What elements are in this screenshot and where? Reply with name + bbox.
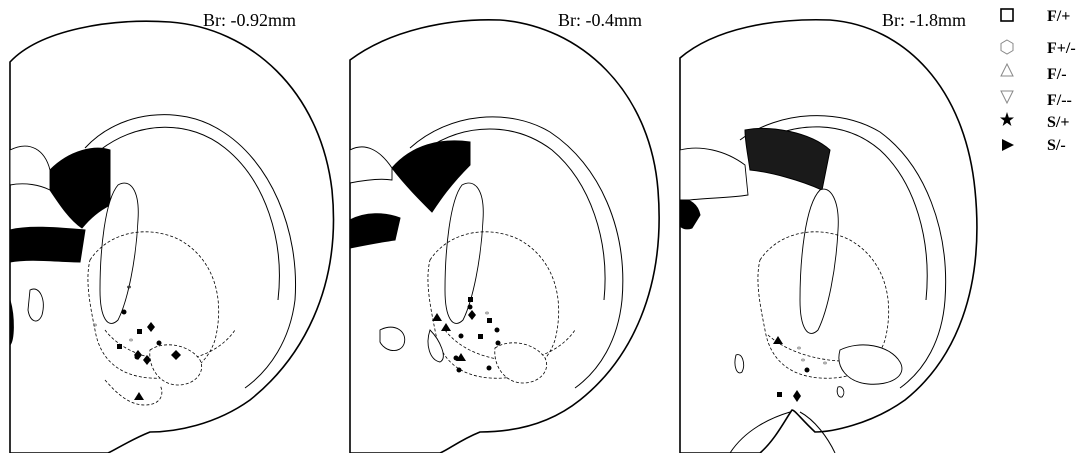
svg-text:*: * (127, 284, 132, 295)
legend-triangle-up-open-icon (1001, 64, 1013, 76)
panel-2-hemisphere-outline (350, 20, 659, 453)
legend-label-4: F/-- (1047, 92, 1072, 109)
legend-star-filled-icon (1000, 112, 1014, 126)
svg-text:*: * (129, 337, 134, 348)
svg-text:*: * (823, 360, 828, 371)
brain-section-panel-1: Br: -0.92mm * * * (10, 10, 333, 453)
panel-3-bregma-label: Br: -1.8mm (882, 10, 966, 30)
svg-text:*: * (801, 357, 806, 368)
legend-label-2: F+/- (1047, 40, 1076, 57)
legend-label-3: F/- (1047, 66, 1067, 83)
legend-hexagon-open-icon (1001, 40, 1013, 54)
legend-triangle-right-filled-icon (1002, 139, 1014, 151)
legend-label-5: S/+ (1047, 114, 1069, 131)
brain-section-panel-2: Br: -0.4mm * (350, 10, 659, 453)
legend-label-6: S/- (1047, 137, 1066, 154)
panel-2-bregma-label: Br: -0.4mm (558, 10, 642, 30)
legend-triangle-down-open-icon (1001, 91, 1013, 103)
panel-1-bregma-label: Br: -0.92mm (203, 10, 296, 30)
symbol-legend: F/+ F+/- F/- F/-- S/+ S/- (1000, 8, 1076, 154)
brain-section-panel-3: Br: -1.8mm * * * (680, 10, 977, 453)
legend-label-1: F/+ (1047, 8, 1070, 25)
svg-text:*: * (797, 345, 802, 356)
svg-text:*: * (93, 322, 98, 333)
legend-square-open-icon (1001, 9, 1013, 21)
